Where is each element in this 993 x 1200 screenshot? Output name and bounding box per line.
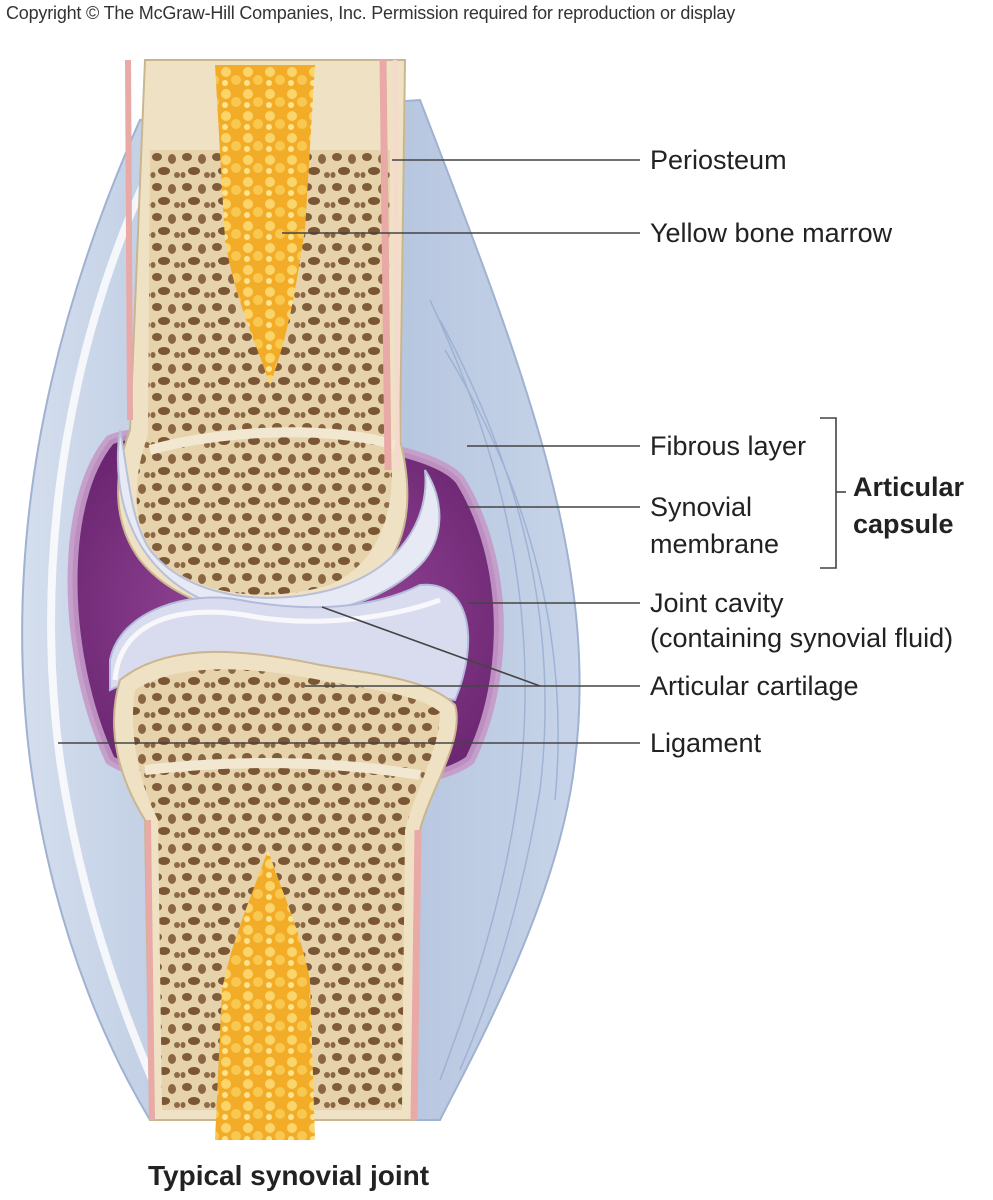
lower-periosteum [410, 829, 422, 1121]
figure-caption: Typical synovial joint [148, 1160, 430, 1191]
label-synovial-membrane-line1: Synovial [650, 492, 753, 522]
upper-marrow [215, 65, 315, 385]
label-articular-capsule-line1: Articular [853, 472, 965, 502]
leader-lines [58, 159, 846, 744]
label-articular-capsule-line2: capsule [853, 509, 954, 539]
label-ligament: Ligament [650, 728, 762, 758]
label-synovial-membrane-line2: membrane [650, 529, 780, 559]
label-joint-cavity-line1: Joint cavity [650, 588, 784, 618]
label-joint-cavity-line2: (containing synovial fluid) [650, 623, 954, 653]
upper-periosteum [379, 59, 392, 471]
label-periosteum: Periosteum [650, 145, 787, 175]
lower-marrow [215, 850, 315, 1140]
lower-bone [113, 650, 458, 1140]
copyright-notice: Copyright © The McGraw-Hill Companies, I… [6, 3, 736, 23]
upper-bone [117, 59, 409, 615]
label-fibrous-layer: Fibrous layer [650, 431, 807, 461]
label-articular-cartilage: Articular cartilage [650, 671, 859, 701]
capsule-bracket [820, 417, 837, 569]
label-yellow-bone-marrow: Yellow bone marrow [650, 218, 893, 248]
